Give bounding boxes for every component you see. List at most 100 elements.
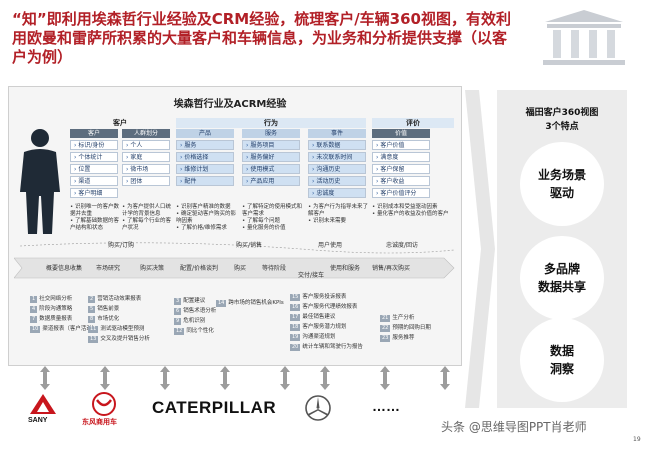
touchpoint-label: 服务推荐 bbox=[392, 335, 415, 341]
journey-step: 配置/价格谈判 bbox=[180, 265, 219, 272]
note-value: • 识别成本和受益驱动因素 • 量化客户的收益及价值的客户 bbox=[372, 204, 449, 217]
touchpoint-label: 生产分析 bbox=[392, 315, 415, 321]
list-item: 客户保留 bbox=[372, 164, 430, 174]
journey-arrow bbox=[14, 242, 455, 279]
group-header-evaluation: 评价 bbox=[372, 118, 454, 128]
touchpoint-number: 21 bbox=[380, 315, 391, 322]
touchpoint-label: 销售术语分析 bbox=[183, 308, 217, 314]
touchpoint-number: 23 bbox=[380, 335, 391, 342]
more-brands: …… bbox=[372, 398, 400, 414]
subheader-customer: 客户 bbox=[70, 129, 118, 138]
subheader-service: 服务 bbox=[242, 129, 300, 138]
touchpoint-label: 测试驱动模型预测 bbox=[100, 326, 145, 332]
note-group: • 为客户提供人口统计学的背景信息 • 了解每个行业的客户状况 bbox=[122, 204, 171, 231]
touchpoint-number: 2 bbox=[88, 296, 96, 303]
touchpoint-label: 危机识别 bbox=[183, 318, 206, 324]
list-item: 渠道 bbox=[70, 176, 118, 186]
list-item: 价格选择 bbox=[176, 152, 234, 162]
feature-panel-title: 福田客户360视图 3个特点 bbox=[525, 108, 599, 132]
list-item: 维修计划 bbox=[176, 164, 234, 174]
touchpoint-number: 7 bbox=[30, 316, 38, 323]
list-item: 微市场 bbox=[122, 164, 170, 174]
list-item: 沟通历史 bbox=[308, 164, 366, 174]
touchpoint-label: 销售前景 bbox=[97, 306, 120, 312]
touchpoint-label: 配置建议 bbox=[183, 298, 206, 304]
touchpoint-number: 6 bbox=[174, 308, 182, 315]
list-item: 客户收益 bbox=[372, 176, 430, 186]
touchpoint-number: 8 bbox=[88, 316, 96, 323]
touchpoint-label: 客户服务代理绩效报表 bbox=[302, 304, 358, 310]
touchpoint-label: 渠道报表（客户活动） bbox=[42, 326, 98, 332]
touchpoint-label: 社交网络分析 bbox=[39, 296, 73, 302]
touchpoint-number: 14 bbox=[216, 300, 227, 307]
touchpoint-number: 1 bbox=[30, 296, 38, 303]
touchpoint-label: 客户服务潜力规划 bbox=[302, 324, 347, 330]
slide-title: “知”即利用埃森哲行业经验及CRM经验，梳理客户/车辆360视图，有效利用欧曼和… bbox=[12, 10, 511, 66]
note-product: • 识别客户精准的数据 • 确定驱动客户购买的影响因素 • 了解价格/维修需求 bbox=[176, 204, 236, 231]
list-item: 未次联系时间 bbox=[308, 152, 366, 162]
list-item: 个人 bbox=[122, 140, 170, 150]
list-item: 配件 bbox=[176, 176, 234, 186]
building-icon bbox=[543, 10, 625, 65]
mercedes-logo-icon bbox=[305, 395, 331, 421]
touchpoint-label: 同比个性化 bbox=[186, 328, 214, 334]
framework-title: 埃森哲行业及ACRM经验 bbox=[173, 99, 287, 110]
touchpoint-label: 客户服务投诉报表 bbox=[302, 294, 347, 300]
list-item: 客户明细 bbox=[70, 188, 118, 198]
list-item: 联系数据 bbox=[308, 140, 366, 150]
touchpoint-number: 3 bbox=[174, 298, 182, 305]
list-item: 活动历史 bbox=[308, 176, 366, 186]
touchpoint-number: 20 bbox=[290, 344, 301, 351]
note-customer: • 识别唯一的客户数据并去重 • 了解基础数据的客户结构和状态 bbox=[70, 204, 119, 231]
touchpoint-number: 9 bbox=[174, 318, 182, 325]
touchpoint-number: 18 bbox=[290, 324, 301, 331]
touchpoint-number: 10 bbox=[30, 326, 41, 333]
journey-step: 等待阶段 bbox=[262, 265, 287, 272]
dongfeng-logo-icon bbox=[92, 392, 116, 416]
touchpoint-number: 22 bbox=[380, 325, 391, 332]
list-item: 服务项目 bbox=[242, 140, 300, 150]
feature-data-insight: 数据 洞察 bbox=[520, 318, 604, 402]
touchpoint-number: 11 bbox=[88, 326, 99, 333]
touchpoint-number: 19 bbox=[290, 334, 301, 341]
list-item: 客户价值 bbox=[372, 140, 430, 150]
page-number: 19 bbox=[633, 436, 641, 443]
feature-multi-brand-sharing: 多品牌 数据共享 bbox=[520, 236, 604, 320]
subheader-value: 价值 bbox=[372, 129, 430, 138]
touchpoint-label: 阶段沟通策略 bbox=[39, 306, 73, 312]
journey-step: 概要信息收集 bbox=[46, 265, 83, 272]
watermark: 头条 @思维导图PPT肖老师 bbox=[441, 420, 587, 434]
phase-label: 用户使用 bbox=[318, 242, 343, 249]
list-item: 标识/身份 bbox=[70, 140, 118, 150]
phase-label: 购买/订购 bbox=[108, 242, 135, 249]
touchpoint-label: 预期的回购日期 bbox=[392, 325, 431, 331]
journey-step: 购买 bbox=[234, 265, 247, 272]
touchpoint-number: 13 bbox=[88, 336, 99, 343]
list-item: 服务偏好 bbox=[242, 152, 300, 162]
subheader-group: 人群划分 bbox=[122, 129, 170, 138]
connection-arrows bbox=[40, 366, 450, 390]
group-header-behavior: 行为 bbox=[176, 118, 366, 128]
journey-step: 购买决策 bbox=[140, 265, 165, 272]
touchpoint-label: 营销活动效果报表 bbox=[97, 296, 142, 302]
touchpoint-label: 交叉及提升销售分析 bbox=[100, 336, 150, 342]
journey-step: 使用和服务 bbox=[330, 265, 361, 272]
journey-step: 市场研究 bbox=[96, 265, 121, 272]
